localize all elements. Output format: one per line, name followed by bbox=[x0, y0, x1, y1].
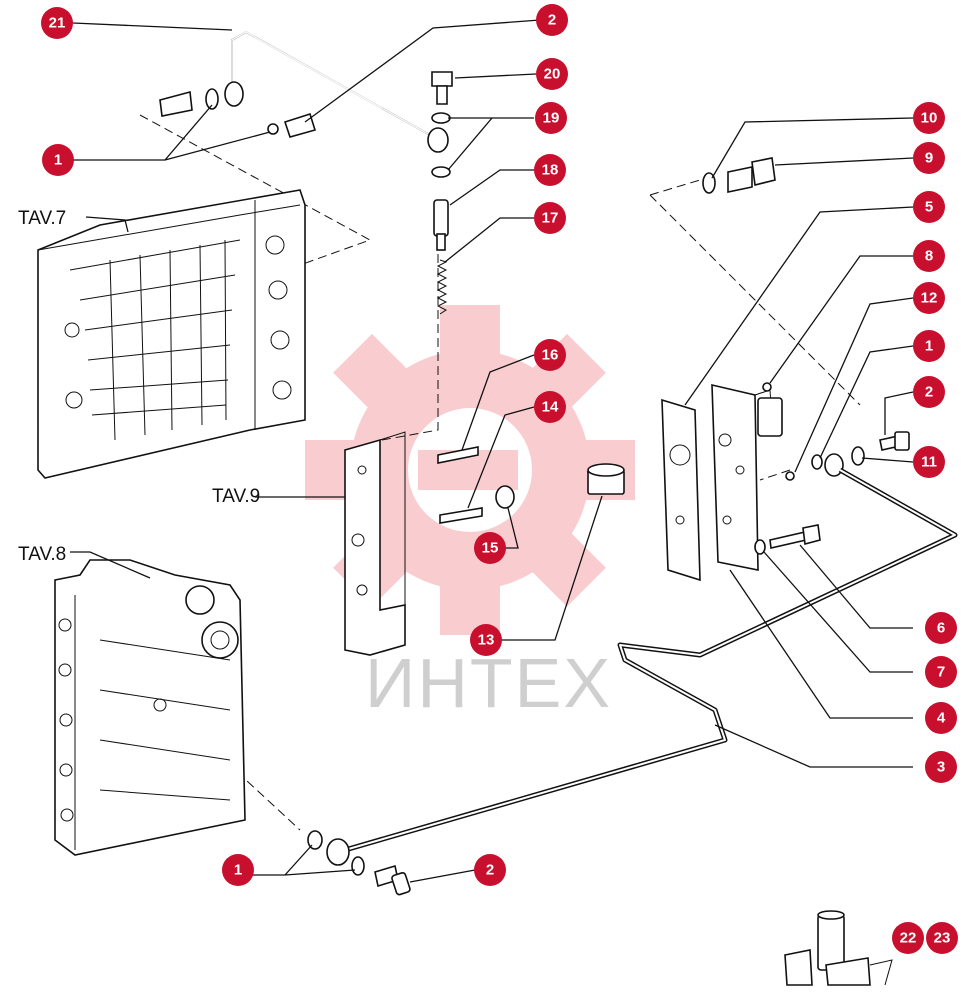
label-tav7: TAV.7 bbox=[18, 208, 66, 229]
label-tav9: TAV.9 bbox=[212, 486, 260, 507]
svg-text:8: 8 bbox=[925, 248, 933, 265]
lower-banjo-fitting bbox=[307, 830, 411, 896]
pins-and-bushes bbox=[437, 446, 625, 524]
svg-text:1: 1 bbox=[54, 152, 62, 169]
callout-1-right[interactable]: 1 bbox=[913, 330, 945, 362]
svg-text:21: 21 bbox=[49, 15, 66, 32]
callout-8[interactable]: 8 bbox=[913, 240, 945, 272]
watermark-text: ИНТЕХ bbox=[365, 644, 612, 722]
callout-14[interactable]: 14 bbox=[534, 391, 566, 423]
callout-6[interactable]: 6 bbox=[925, 612, 957, 644]
callout-12[interactable]: 12 bbox=[913, 282, 945, 314]
svg-text:4: 4 bbox=[937, 710, 946, 727]
ball-8 bbox=[762, 382, 772, 392]
pipe-21 bbox=[159, 31, 449, 153]
svg-text:16: 16 bbox=[542, 347, 559, 364]
svg-text:10: 10 bbox=[921, 110, 938, 127]
right-banjo-fitting bbox=[811, 431, 910, 477]
svg-text:14: 14 bbox=[542, 399, 559, 416]
plate-5 bbox=[661, 398, 701, 582]
svg-text:15: 15 bbox=[482, 540, 499, 557]
callout-22[interactable]: 22 bbox=[892, 922, 924, 954]
callout-23[interactable]: 23 bbox=[926, 922, 958, 954]
callout-11[interactable]: 11 bbox=[913, 446, 945, 478]
svg-text:2: 2 bbox=[486, 862, 494, 879]
svg-text:23: 23 bbox=[934, 930, 951, 947]
svg-text:2: 2 bbox=[548, 12, 556, 29]
callout-15[interactable]: 15 bbox=[474, 532, 506, 564]
svg-text:5: 5 bbox=[925, 199, 933, 216]
ball-12 bbox=[785, 471, 795, 481]
label-tav8: TAV.8 bbox=[18, 544, 66, 565]
svg-text:17: 17 bbox=[542, 210, 559, 227]
callout-3[interactable]: 3 bbox=[925, 751, 957, 783]
svg-text:11: 11 bbox=[921, 454, 937, 471]
svg-text:22: 22 bbox=[900, 930, 917, 947]
callout-9[interactable]: 9 bbox=[913, 142, 945, 174]
svg-text:19: 19 bbox=[543, 110, 560, 127]
callout-10[interactable]: 10 bbox=[913, 102, 945, 134]
svg-text:9: 9 bbox=[925, 150, 933, 167]
svg-text:1: 1 bbox=[925, 338, 933, 355]
svg-text:1: 1 bbox=[234, 862, 242, 879]
callouts: 21 2 20 19 1 18 17 10 9 5 8 12 1 2 11 16… bbox=[41, 4, 958, 954]
callout-5[interactable]: 5 bbox=[913, 191, 945, 223]
svg-text:7: 7 bbox=[937, 664, 945, 681]
callout-21[interactable]: 21 bbox=[41, 7, 73, 39]
leader-lines bbox=[70, 19, 914, 883]
pipe-3 bbox=[344, 467, 958, 853]
callout-2-top[interactable]: 2 bbox=[536, 4, 568, 36]
svg-text:18: 18 bbox=[542, 162, 559, 179]
callout-17[interactable]: 17 bbox=[534, 202, 566, 234]
callout-7[interactable]: 7 bbox=[925, 656, 957, 688]
bolt-20-and-washers bbox=[431, 71, 453, 178]
svg-text:6: 6 bbox=[937, 620, 945, 637]
callout-19[interactable]: 19 bbox=[535, 102, 567, 134]
svg-text:12: 12 bbox=[921, 290, 938, 307]
callout-2-bottom[interactable]: 2 bbox=[474, 854, 506, 886]
sealant-products bbox=[784, 910, 893, 986]
bolt-6-and-washer-7 bbox=[754, 524, 821, 555]
callout-1-top[interactable]: 1 bbox=[42, 144, 74, 176]
callout-13[interactable]: 13 bbox=[470, 624, 502, 656]
callout-1-bottom[interactable]: 1 bbox=[222, 854, 254, 886]
plate-tav9 bbox=[344, 431, 406, 656]
callout-4[interactable]: 4 bbox=[925, 702, 957, 734]
spring-and-plunger bbox=[433, 199, 449, 315]
plate-4-solenoid-body bbox=[711, 383, 783, 571]
callout-16[interactable]: 16 bbox=[534, 339, 566, 371]
callout-20[interactable]: 20 bbox=[536, 58, 568, 90]
callout-2-right[interactable]: 2 bbox=[913, 376, 945, 408]
svg-text:3: 3 bbox=[937, 759, 945, 776]
callout-18[interactable]: 18 bbox=[534, 154, 566, 186]
svg-text:20: 20 bbox=[544, 66, 561, 83]
valve-body-tav8 bbox=[54, 559, 246, 856]
valve-body-tav7 bbox=[37, 189, 306, 479]
svg-text:13: 13 bbox=[478, 632, 495, 649]
svg-text:2: 2 bbox=[925, 384, 933, 401]
